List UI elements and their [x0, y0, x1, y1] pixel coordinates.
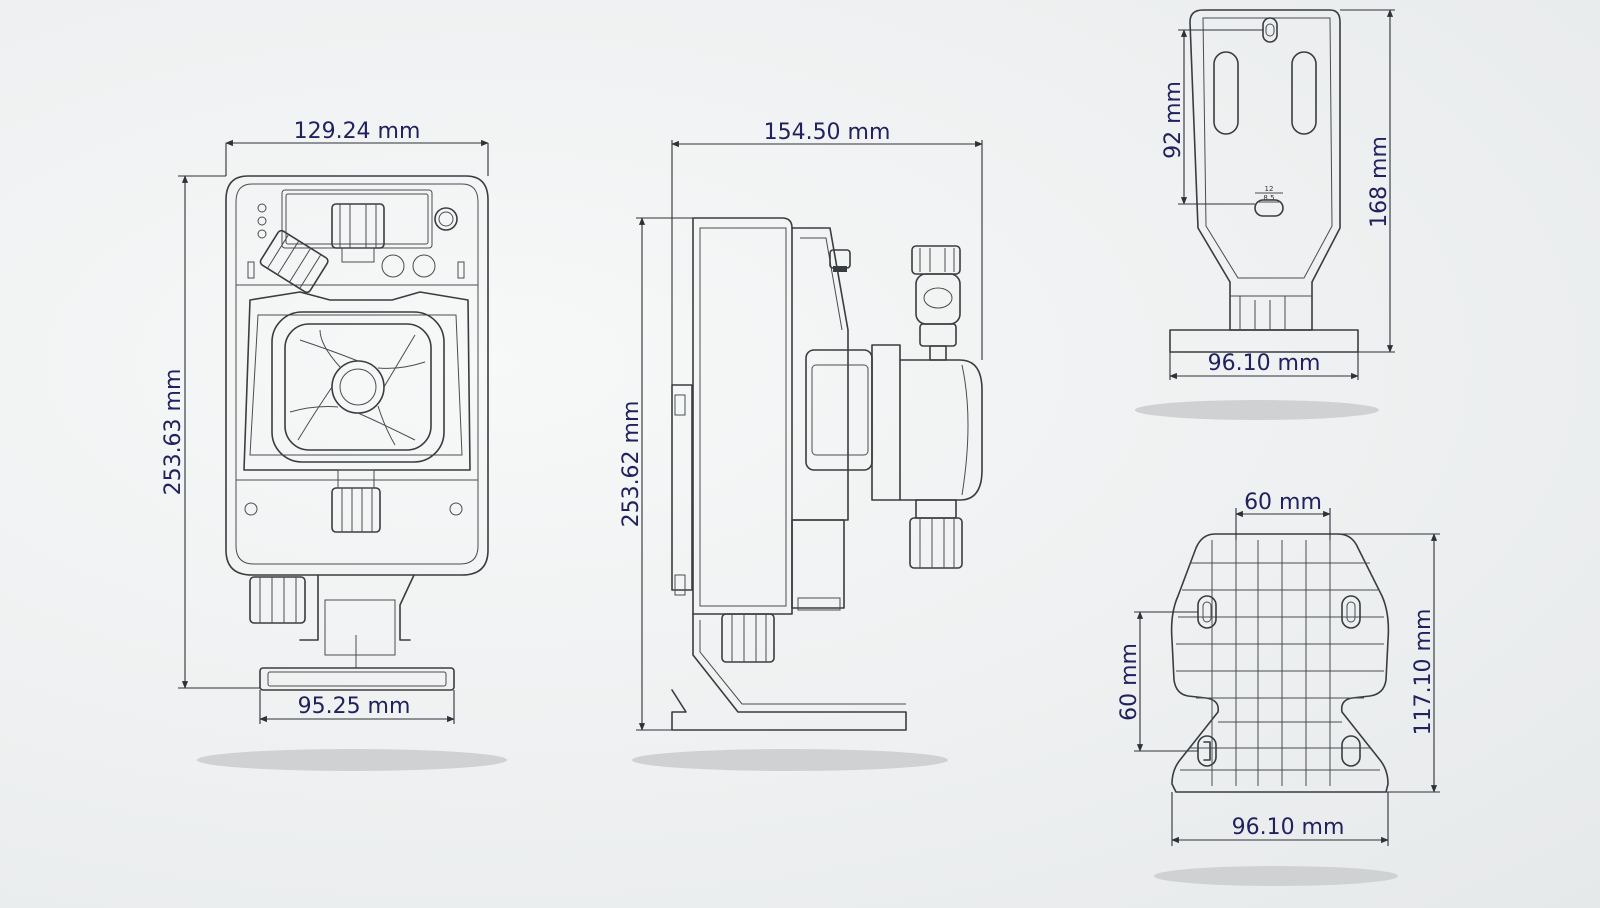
front-base-label: 95.25 mm	[298, 694, 411, 719]
front-housing	[225, 175, 489, 576]
base-plate-shadow	[1154, 866, 1398, 886]
base-plate-view: 60 mm 60 mm 117.10 mm 96.10 mm	[1117, 490, 1440, 886]
base-width-label: 96.10 mm	[1232, 815, 1345, 840]
bracket-height-label: 168 mm	[1367, 136, 1392, 228]
side-view-shadow	[632, 749, 948, 771]
side-view: 154.50 mm 253.62 mm	[619, 120, 983, 771]
bracket-view-shadow	[1135, 400, 1379, 420]
bracket-slot-label: 92 mm	[1161, 81, 1186, 159]
base-side-label: 60 mm	[1117, 643, 1142, 721]
base-top-label: 60 mm	[1244, 490, 1322, 515]
base-height-label: 117.10 mm	[1411, 609, 1436, 736]
side-width-label: 154.50 mm	[764, 120, 891, 145]
bracket-plate	[1189, 9, 1341, 331]
slot-detail-b: 8.5	[1263, 194, 1274, 202]
front-view-shadow	[197, 749, 507, 771]
front-view: 129.24 mm 253.63 mm 95.25 mm	[161, 119, 507, 771]
front-width-label: 129.24 mm	[294, 119, 421, 144]
front-height-label: 253.63 mm	[161, 369, 186, 496]
slot-detail-a: 12	[1265, 185, 1274, 193]
bracket-view: 12 8.5 92 mm 168 mm 96.10 mm	[1135, 9, 1395, 420]
side-height-label: 253.62 mm	[619, 401, 644, 528]
base-plate-outline	[1170, 533, 1390, 793]
bracket-base-label: 96.10 mm	[1208, 351, 1321, 376]
